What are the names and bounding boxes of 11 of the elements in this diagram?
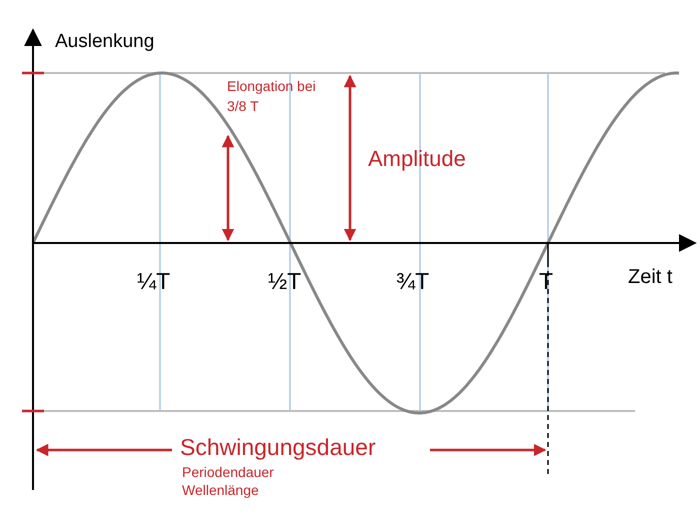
dimension-label: Schwingungsdauer	[180, 433, 376, 462]
tick-label: ¼T	[137, 267, 170, 296]
dimension-label: Amplitude	[368, 145, 466, 173]
tick-label: ¾T	[396, 267, 430, 296]
annotation-text: Elongation bei 3/8 T	[227, 77, 317, 116]
dimension-label: Wellenlänge	[182, 481, 259, 500]
axis-label: Zeit t	[628, 265, 672, 290]
tick-label: T	[539, 267, 554, 296]
tick-label: ½T	[268, 267, 302, 296]
dimension-label: Periodendauer	[182, 463, 274, 482]
axis-label: Auslenkung	[55, 30, 154, 54]
